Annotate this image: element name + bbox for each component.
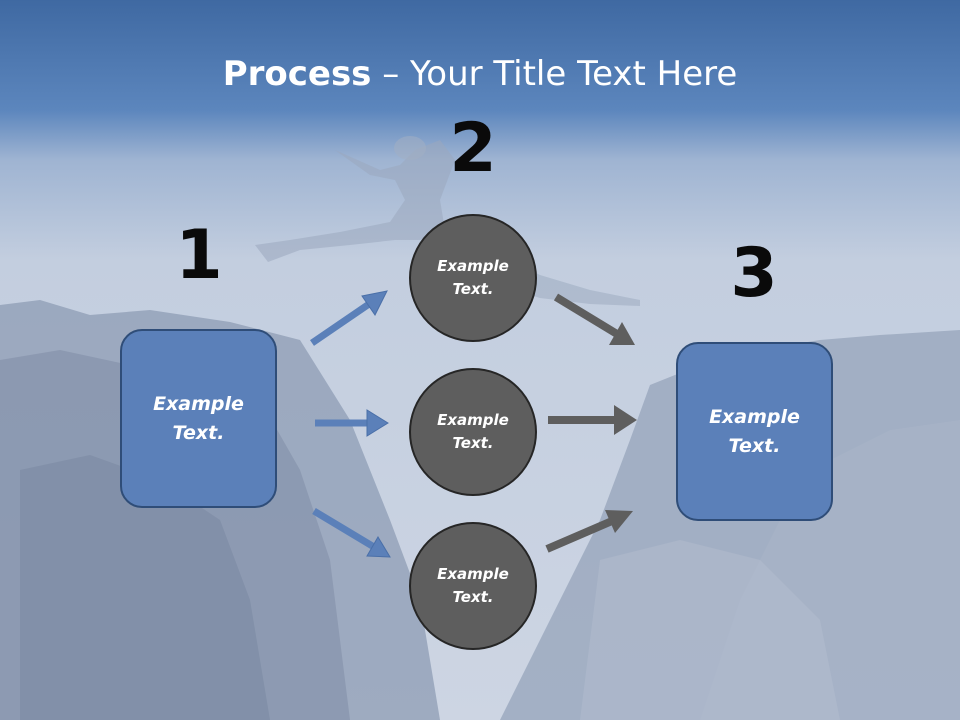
step-3-box: Example Text. bbox=[676, 342, 833, 521]
title-bold: Process bbox=[222, 54, 372, 94]
process-circle-3: Example Text. bbox=[409, 522, 537, 650]
slide-title: Process – Your Title Text Here bbox=[0, 54, 960, 94]
arrow-lower-right-gray bbox=[553, 293, 635, 345]
step-number-2: 2 bbox=[449, 109, 497, 188]
title-rest: – Your Title Text Here bbox=[371, 54, 738, 94]
step-number-3: 3 bbox=[730, 234, 778, 313]
arrow-right-gray bbox=[548, 405, 637, 435]
step-1-box: Example Text. bbox=[120, 329, 277, 508]
arrow-lower-right-blue bbox=[312, 507, 391, 558]
arrow-upper-right-gray bbox=[545, 510, 633, 553]
arrow-right-blue bbox=[315, 409, 389, 437]
process-circle-2: Example Text. bbox=[409, 368, 537, 496]
step-number-1: 1 bbox=[175, 216, 223, 295]
arrow-upper-right-blue bbox=[310, 290, 388, 346]
process-circle-1: Example Text. bbox=[409, 214, 537, 342]
